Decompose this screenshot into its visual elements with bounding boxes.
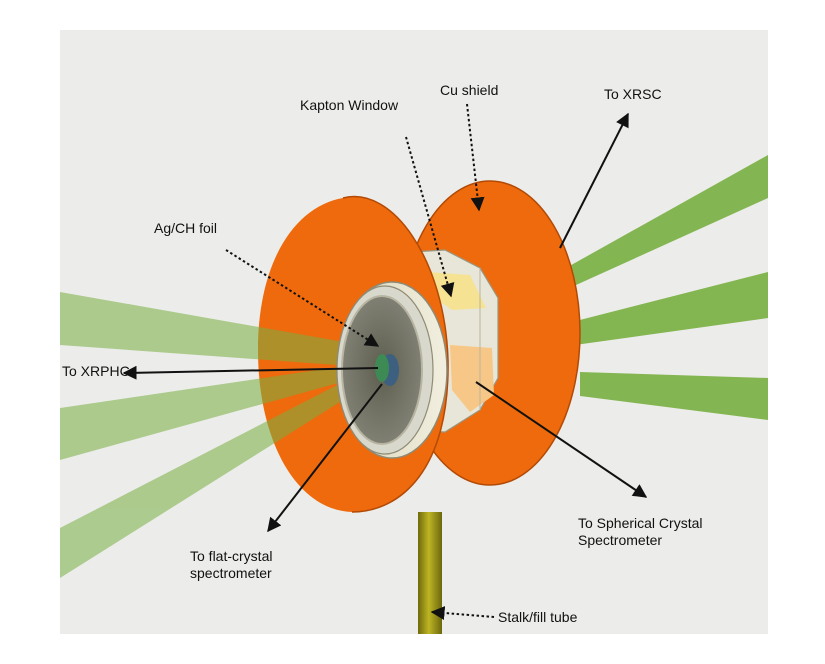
dotted-pointers <box>225 103 495 620</box>
label-to-spherical-1: To Spherical Crystal <box>578 515 703 531</box>
right-beams <box>548 155 768 420</box>
pointer-stalk <box>430 606 495 620</box>
label-to-flat-crystal-2: spectrometer <box>190 565 272 581</box>
label-stalk-fill-tube: Stalk/fill tube <box>498 609 578 625</box>
arrow-to-xrphc <box>122 365 379 380</box>
beam-left-2 <box>60 362 378 460</box>
ag-ch-foil-green <box>375 354 389 382</box>
labels: Cu shield Kapton Window To XRSC Ag/CH fo… <box>62 82 703 625</box>
beam-left-1 <box>60 292 378 368</box>
arrow-to-spherical-crystal <box>475 381 648 498</box>
label-kapton-window: Kapton Window <box>300 97 399 113</box>
label-ag-ch-foil: Ag/CH foil <box>154 220 217 236</box>
label-to-spherical-2: Spectrometer <box>578 532 662 548</box>
beam-right-3 <box>580 372 768 420</box>
spectrometer-window-panel <box>450 345 494 412</box>
stalk-fill-tube <box>418 512 442 634</box>
label-to-flat-crystal-1: To flat-crystal <box>190 548 272 564</box>
arrow-to-xrsc <box>559 112 629 249</box>
beam-right-1 <box>548 155 768 290</box>
beam-right-2 <box>572 272 768 345</box>
beam-left-3 <box>60 368 378 578</box>
left-beams <box>60 292 378 578</box>
annotation-arrows <box>122 112 648 533</box>
kapton-window-panel <box>428 272 486 310</box>
foil-holder <box>336 281 448 459</box>
label-to-xrsc: To XRSC <box>604 86 662 102</box>
label-cu-shield: Cu shield <box>440 82 498 98</box>
label-to-xrphc: To XRPHC <box>62 363 130 379</box>
arrow-to-flat-crystal <box>267 383 383 533</box>
